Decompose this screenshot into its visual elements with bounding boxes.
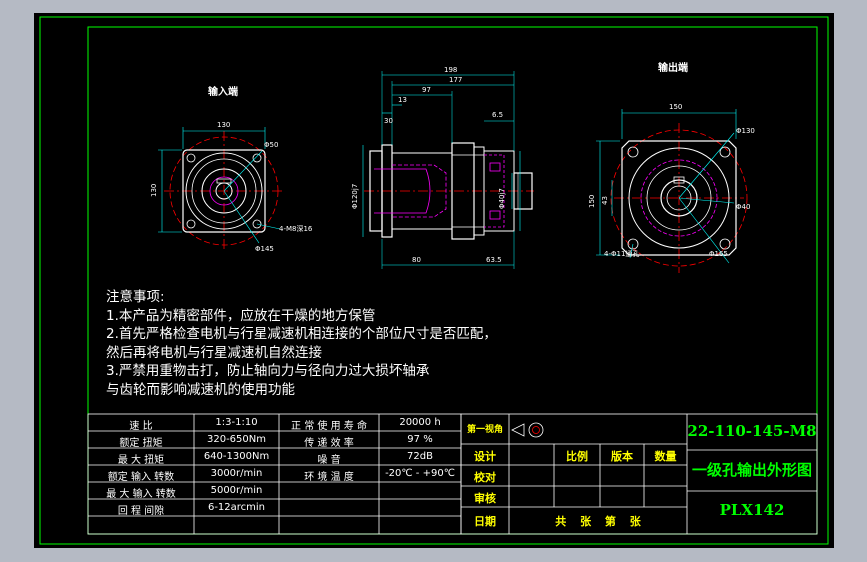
spec-value: 1:3-1:10: [215, 417, 258, 428]
dim-phi120: Φ120j7: [351, 184, 359, 209]
title-block-grid: [460, 413, 818, 535]
note-line-5: 与齿轮而影响减速机的使用功能: [106, 381, 295, 398]
note-line-3: 然后再将电机与行星减速机自然连接: [106, 344, 322, 361]
dim-63-5: 63.5: [486, 256, 502, 264]
spec-value: 320-650Nm: [206, 434, 266, 445]
first-angle-label: 第一视角: [466, 425, 503, 435]
spec-value: 5000r/min: [210, 485, 263, 496]
scale-label: 比例: [566, 450, 588, 463]
dim-6-5: 6.5: [492, 111, 503, 119]
output-end-view: 150 150 43 Φ130 Φ40 Φ165 4-Φ11通孔: [588, 103, 755, 273]
model-number: PLX142: [719, 501, 785, 519]
spec-value-2: -20℃ - +90℃: [385, 468, 455, 479]
design-label: 设计: [474, 450, 496, 463]
note-line-4: 3.严禁用重物击打，防止轴向力与径向力过大损坏轴承: [106, 363, 430, 380]
input-end-view: 130 130 Φ50 Φ145 4-M8深16: [150, 121, 313, 253]
dim-phi145: Φ145: [255, 245, 274, 253]
notes-block: 注意事项: 1.本产品为精密部件，应放在干燥的地方保管 2.首先严格检查电机与行…: [106, 288, 497, 400]
dim-43: 43: [601, 196, 609, 205]
dim-13: 13: [398, 96, 407, 104]
dim-phi40: Φ40: [736, 203, 750, 211]
spec-label: 额定 扭矩: [119, 438, 163, 449]
spec-label: 最 大 输入 转数: [106, 489, 176, 500]
input-end-label: 输入端: [208, 87, 238, 98]
dim-97: 97: [422, 86, 431, 94]
quantity-label: 数量: [654, 450, 677, 463]
spec-label: 回 程 间隙: [117, 506, 165, 517]
dim-phi40j7: Φ40j7: [498, 188, 506, 209]
spec-label-2: 噪 音: [317, 455, 341, 466]
drawing-title: 一级孔输出外形图: [691, 461, 812, 479]
spec-label-2: 传 递 效 率: [304, 438, 354, 449]
dim-198: 198: [444, 66, 457, 74]
dim-phi50: Φ50: [264, 141, 278, 149]
spec-value: 6-12arcmin: [207, 502, 266, 513]
date-label: 日期: [474, 515, 496, 528]
dim-phi130: Φ130: [736, 127, 755, 135]
part-number: 22-110-145-M8: [687, 422, 817, 440]
side-view: 198 177 97 13 30 6.5 80 63.5 Φ120j7 Φ40j…: [351, 66, 534, 269]
spec-value-2: 97 %: [407, 434, 433, 445]
first-angle-symbol-icon: [511, 422, 544, 438]
version-label: 版本: [611, 450, 633, 463]
technical-drawing: 130 130 Φ50 Φ145 4-M8深16: [39, 16, 829, 545]
drawing-sheet: 130 130 Φ50 Φ145 4-M8深16: [34, 13, 834, 548]
sheet-info: 共 张 第 张: [555, 515, 641, 528]
dim-phi165: Φ165: [709, 250, 728, 258]
dim-80: 80: [412, 256, 421, 264]
spec-value-2: 72dB: [407, 451, 433, 462]
spec-value: 640-1300Nm: [203, 451, 270, 462]
dim-11-holes: 4-Φ11通孔: [604, 249, 639, 258]
dim-150-v: 150: [588, 195, 596, 208]
spec-value: 3000r/min: [210, 468, 263, 479]
dim-30: 30: [384, 117, 393, 125]
dim-130-input-v: 130: [150, 184, 158, 197]
note-line-2: 2.首先严格检查电机与行星减速机相连接的个部位尺寸是否匹配，: [106, 326, 497, 343]
spec-label-2: 正 常 使 用 寿 命: [291, 421, 367, 432]
output-end-label: 输出端: [658, 63, 688, 74]
outer-border: [39, 16, 829, 545]
dim-130-input: 130: [217, 121, 230, 129]
note-line-1: 1.本产品为精密部件，应放在干燥的地方保管: [106, 307, 376, 324]
spec-label: 额定 输入 转数: [107, 472, 175, 483]
spec-label: 速 比: [129, 421, 153, 432]
check-label: 校对: [474, 471, 496, 484]
notes-title: 注意事项:: [106, 289, 165, 305]
spec-label: 最 大 扭矩: [117, 455, 165, 466]
dim-150: 150: [669, 103, 682, 111]
dim-m8: 4-M8深16: [279, 224, 313, 233]
spec-label-2: 环 境 温 度: [304, 472, 354, 483]
review-label: 审核: [474, 492, 496, 505]
dim-177: 177: [449, 76, 462, 84]
spec-value-2: 20000 h: [399, 417, 441, 428]
